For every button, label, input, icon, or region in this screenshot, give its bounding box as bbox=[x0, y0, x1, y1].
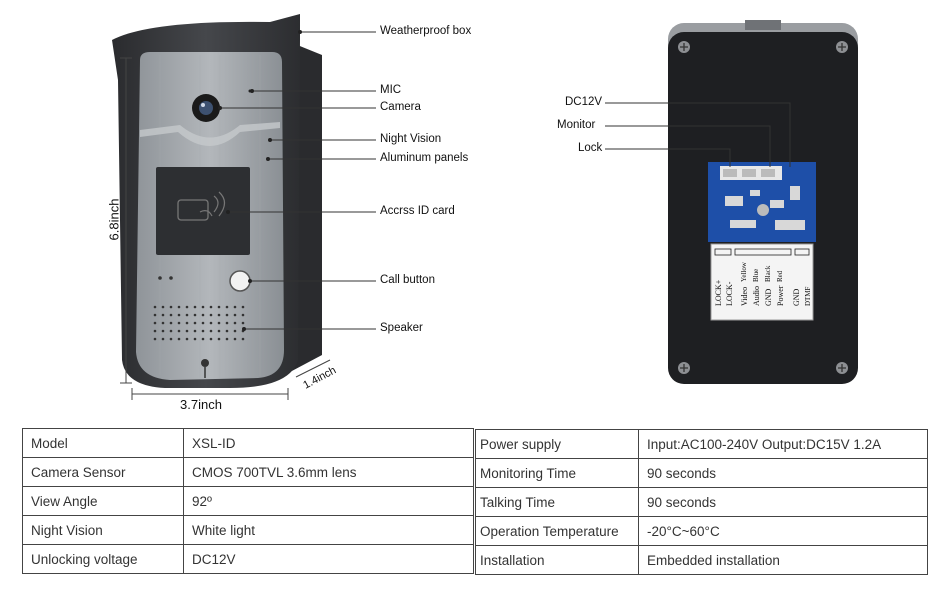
call-button-illustration bbox=[229, 270, 251, 292]
screws bbox=[678, 41, 848, 374]
spec-label: Night Vision bbox=[22, 515, 184, 545]
spec-label: Installation bbox=[475, 545, 639, 575]
spec-value: Input:AC100-240V Output:DC15V 1.2A bbox=[638, 429, 928, 459]
callout-night-vision: Night Vision bbox=[380, 133, 442, 145]
callout-weatherproof-box: Weatherproof box bbox=[380, 25, 472, 37]
spec-value: 90 seconds bbox=[638, 487, 928, 517]
spec-value: XSL-ID bbox=[183, 428, 474, 458]
table-row: Operation Temperature-20°C~60°C bbox=[475, 516, 928, 546]
spec-value: DC12V bbox=[183, 544, 474, 574]
width-dimension-label: 3.7inch bbox=[180, 397, 222, 412]
spec-value: 92º bbox=[183, 486, 474, 516]
wire-label: Blue bbox=[752, 268, 760, 282]
spec-label: Unlocking voltage bbox=[22, 544, 184, 574]
front-unit-illustration bbox=[112, 14, 376, 400]
terminal-label: GND bbox=[792, 288, 801, 306]
spec-value: -20°C~60°C bbox=[638, 516, 928, 546]
spec-label: Operation Temperature bbox=[475, 516, 639, 546]
height-dimension-label: 6.8inch bbox=[106, 198, 122, 241]
terminal-label-sheet bbox=[710, 243, 814, 321]
speaker-grille bbox=[153, 305, 245, 341]
back-callout-lines bbox=[605, 102, 791, 167]
spec-value: Embedded installation bbox=[638, 545, 928, 575]
wire-color-labels: Yellow Blue Black Red bbox=[740, 256, 790, 282]
callout-access-id-card: Accrss ID card bbox=[380, 205, 455, 217]
wire-label: Red bbox=[776, 270, 784, 282]
callout-lock: Lock bbox=[578, 142, 603, 154]
wire-label: Yellow bbox=[740, 262, 748, 282]
spec-value: 90 seconds bbox=[638, 458, 928, 488]
callout-lines bbox=[220, 31, 376, 330]
terminal-label: LOCK+ bbox=[714, 279, 723, 306]
callout-mic: MIC bbox=[380, 84, 402, 96]
spec-label: Model bbox=[22, 428, 184, 458]
spec-label: Talking Time bbox=[475, 487, 639, 517]
terminal-label: DTMF bbox=[804, 286, 812, 306]
callout-aluminum-panels: Aluminum panels bbox=[380, 152, 469, 164]
back-unit-illustration bbox=[605, 20, 858, 384]
wire-label: Black bbox=[764, 265, 772, 282]
callout-speaker: Speaker bbox=[380, 322, 423, 334]
depth-dimension-line bbox=[295, 359, 331, 378]
callout-monitor: Monitor bbox=[557, 119, 596, 131]
callout-camera: Camera bbox=[380, 101, 421, 113]
callout-call-button: Call button bbox=[380, 274, 435, 286]
spec-label: View Angle bbox=[22, 486, 184, 516]
callout-dc12v: DC12V bbox=[565, 96, 603, 108]
spec-label: Monitoring Time bbox=[475, 458, 639, 488]
terminal-label: LOCK- bbox=[725, 281, 734, 306]
spec-label: Camera Sensor bbox=[22, 457, 184, 487]
spec-value: White light bbox=[183, 515, 474, 545]
spec-value: CMOS 700TVL 3.6mm lens bbox=[183, 457, 474, 487]
spec-label: Power supply bbox=[475, 429, 639, 459]
